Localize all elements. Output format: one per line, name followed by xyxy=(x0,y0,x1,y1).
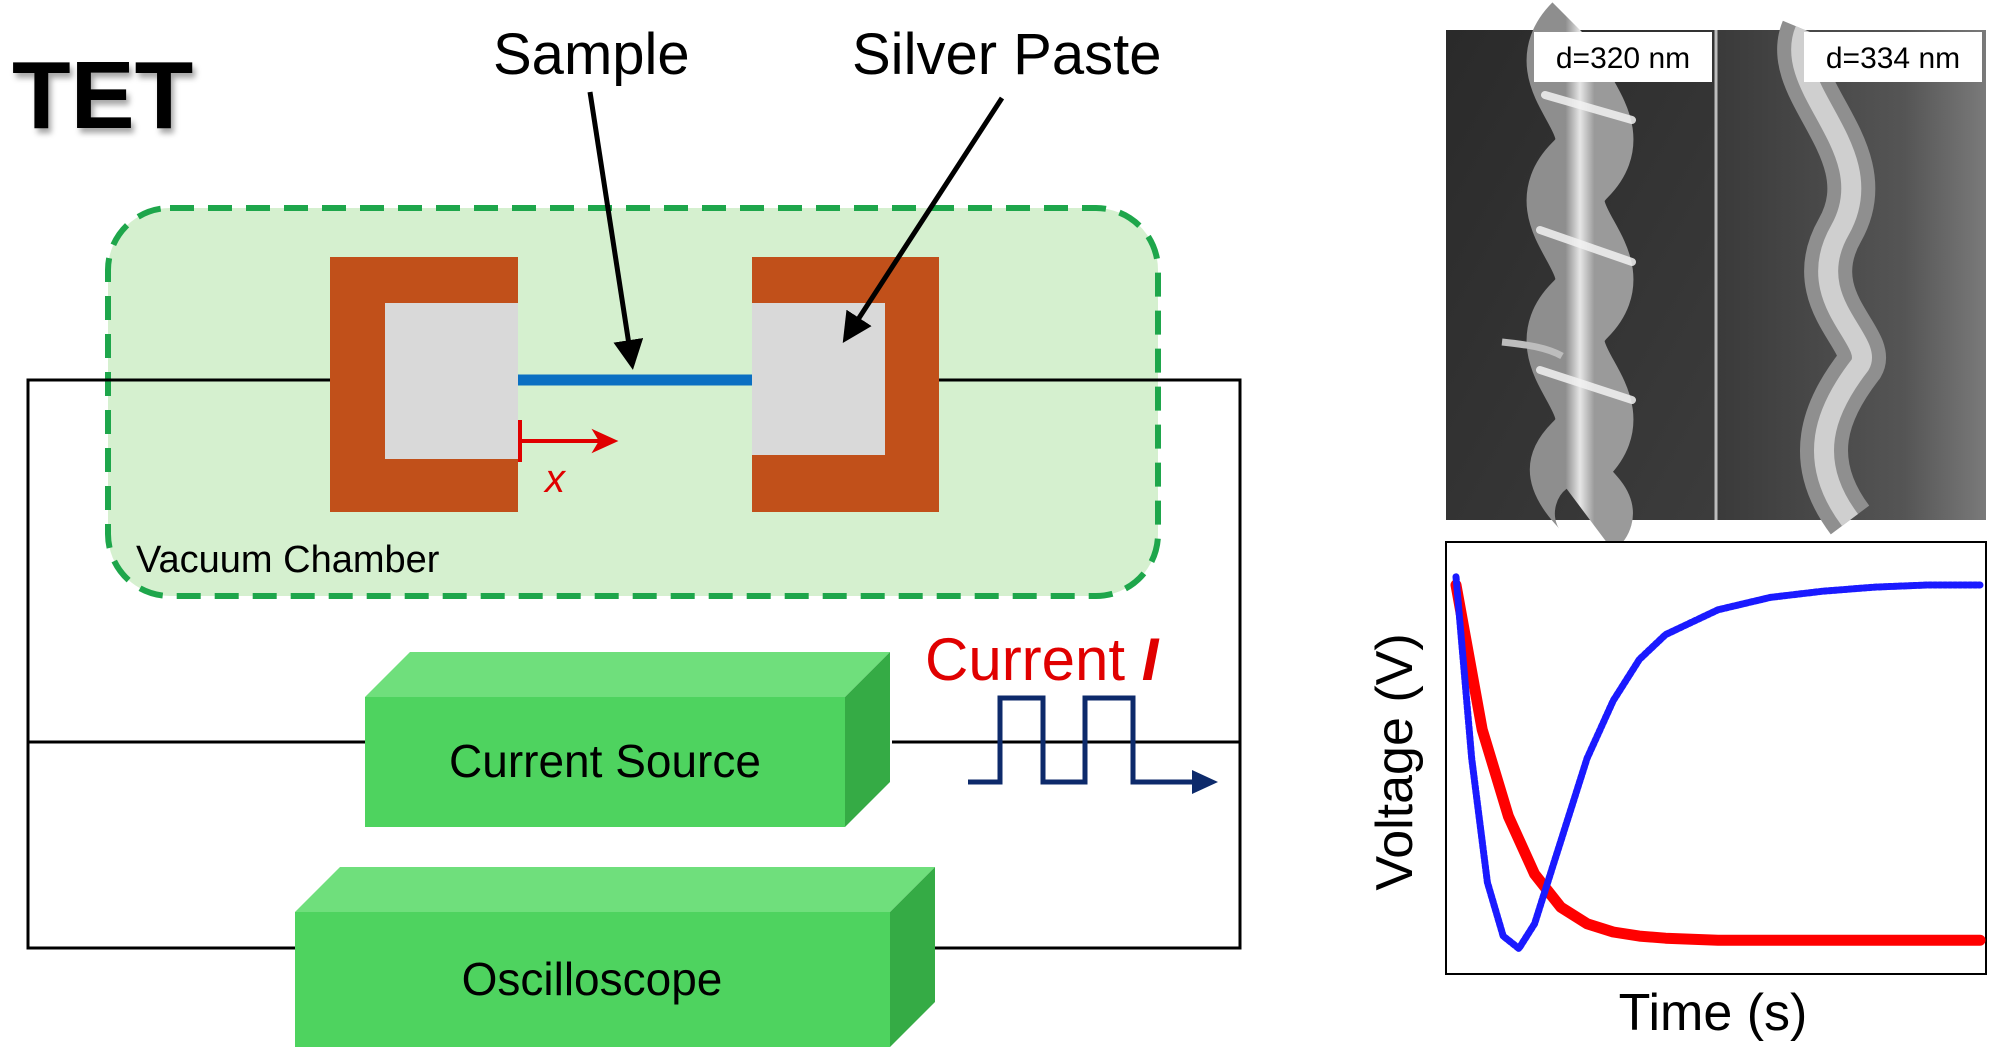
chart-point-s2-5 xyxy=(1531,920,1538,927)
sem-image-1: d=320 nm xyxy=(1446,2,1716,552)
chart-point-s2-4 xyxy=(1515,945,1522,952)
chart-point-s2-8 xyxy=(1610,697,1617,704)
x-arrowhead xyxy=(591,428,619,454)
circuit-wire-right xyxy=(885,378,1242,950)
chart-point-s1-8 xyxy=(1661,934,1670,943)
vacuum-chamber xyxy=(105,205,1161,599)
chart-point-s2-7 xyxy=(1584,755,1590,762)
chart-point-s1-6 xyxy=(1609,928,1618,936)
silver-paste-pointer-arrow xyxy=(842,96,1005,344)
current-source-label: Current Source xyxy=(449,735,761,787)
chart-point-s1-11 xyxy=(1818,936,1827,945)
right-silver-paste xyxy=(752,303,885,455)
chart-point-s2-10 xyxy=(1662,631,1669,638)
chart-series-group xyxy=(1450,573,1986,952)
pulse-arrowhead xyxy=(1192,770,1218,794)
current-prefix: Current xyxy=(925,626,1142,693)
circuit-wire-left xyxy=(26,378,385,950)
oscilloscope-label: Oscilloscope xyxy=(462,953,723,1005)
chart-point-s1-2 xyxy=(1504,812,1513,821)
chart-point-s1-4 xyxy=(1556,903,1565,912)
chart-point-s2-3 xyxy=(1500,933,1507,940)
chart-point-s1-5 xyxy=(1583,919,1591,928)
chart-point-s2-11 xyxy=(1715,606,1721,613)
sem-caption-1: d=320 nm xyxy=(1556,42,1690,75)
chart-point-s2-16 xyxy=(1977,582,1983,588)
current-source-box: Current Source xyxy=(365,652,890,827)
chart-point-s2-15 xyxy=(1924,582,1931,588)
vacuum-chamber-label: Vacuum Chamber xyxy=(136,539,440,581)
sem-caption-box-2 xyxy=(1804,32,1982,82)
chart-point-s2-2 xyxy=(1484,879,1491,886)
chart-xlabel: Time (s) xyxy=(1619,984,1808,1042)
sample-label: Sample xyxy=(493,22,690,87)
sem-caption-2: d=334 nm xyxy=(1826,42,1960,75)
chart-point-s2-6 xyxy=(1557,838,1564,845)
sem-image-2: d=334 nm xyxy=(1716,20,1986,535)
chart-point-s2-13 xyxy=(1819,588,1826,595)
chart-point-s2-9 xyxy=(1636,656,1643,663)
chart-ylabel: Voltage (V) xyxy=(1366,633,1424,890)
chart-frame xyxy=(1445,541,1987,975)
x-axis-symbol: x xyxy=(543,457,567,501)
chart-point-s1-13 xyxy=(1923,936,1932,945)
chart-point-s2-12 xyxy=(1767,594,1774,601)
chart-point-s1-10 xyxy=(1766,936,1775,945)
sem-caption-box-1 xyxy=(1534,32,1712,82)
left-silver-paste xyxy=(385,303,518,459)
current-symbol: I xyxy=(1142,626,1160,693)
chart-point-s1-12 xyxy=(1871,936,1880,945)
chart-point-s1-1 xyxy=(1478,725,1487,734)
sample-pointer-arrow xyxy=(587,91,644,370)
voltage-time-chart: Time (s) Voltage (V) xyxy=(1366,541,1987,1042)
chart-point-s1-14 xyxy=(1976,936,1984,945)
chart-point-s2-1 xyxy=(1468,755,1475,762)
chart-point-s1-9 xyxy=(1714,936,1722,945)
chart-point-s1-7 xyxy=(1635,932,1644,941)
chart-point-s2-14 xyxy=(1872,584,1879,591)
chart-point-s2-0 xyxy=(1453,573,1459,580)
current-pulse-waveform xyxy=(968,695,1195,785)
title: TET xyxy=(12,42,193,149)
chart-point-s1-3 xyxy=(1530,870,1539,879)
oscilloscope-box: Oscilloscope xyxy=(295,867,935,1047)
silver-paste-label: Silver Paste xyxy=(852,22,1161,87)
current-label: Current I xyxy=(925,626,1160,693)
